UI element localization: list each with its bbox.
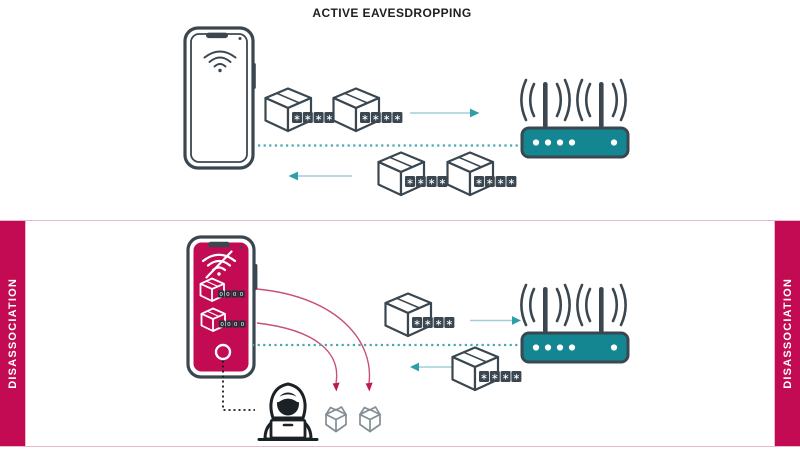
phone-side-button bbox=[252, 63, 256, 89]
laptop-icon bbox=[269, 418, 307, 440]
wifi-icon bbox=[203, 50, 237, 73]
phone-side-button bbox=[254, 264, 258, 290]
stolen-open-box-1 bbox=[325, 406, 347, 433]
scene-active-eavesdropping bbox=[183, 26, 630, 197]
package-downlink-2 bbox=[446, 151, 518, 197]
package-downlink-1 bbox=[377, 151, 449, 197]
victim-smartphone bbox=[183, 26, 256, 170]
downlink-arrow-bottom bbox=[410, 362, 452, 372]
downlink-arrow bbox=[288, 171, 352, 181]
disassociation-bar-right: DISASSOCIATION bbox=[774, 221, 800, 446]
uplink-arrow bbox=[410, 108, 480, 118]
hacked-smartphone bbox=[186, 235, 258, 379]
phone-notch bbox=[206, 32, 228, 39]
package-downlink-bottom bbox=[451, 346, 523, 392]
interception-arrows bbox=[256, 288, 373, 392]
router-bottom bbox=[520, 283, 630, 364]
wifi-off-icon bbox=[201, 250, 237, 279]
camera-dot bbox=[239, 245, 243, 249]
hacker-icon bbox=[257, 382, 319, 441]
camera-dot bbox=[238, 37, 242, 40]
package-uplink-bottom bbox=[384, 292, 456, 338]
package-uplink-2 bbox=[332, 87, 404, 133]
uplink-arrow-bottom bbox=[470, 316, 521, 325]
stolen-open-box-2 bbox=[359, 406, 381, 433]
phone-home-circle bbox=[214, 343, 232, 361]
package-uplink-1 bbox=[264, 87, 336, 133]
page-title: ACTIVE EAVESDROPPING bbox=[312, 6, 472, 20]
phone-notch bbox=[208, 241, 230, 248]
disassociation-bar-left: DISASSOCIATION bbox=[0, 221, 26, 446]
scene-disassociation bbox=[186, 235, 630, 441]
router-top bbox=[520, 78, 630, 159]
phone-screen-crimson bbox=[193, 242, 249, 372]
hacker-control-dotted-line bbox=[222, 360, 255, 411]
disassociation-panel: DISASSOCIATION DISASSOCIATION bbox=[0, 220, 800, 447]
